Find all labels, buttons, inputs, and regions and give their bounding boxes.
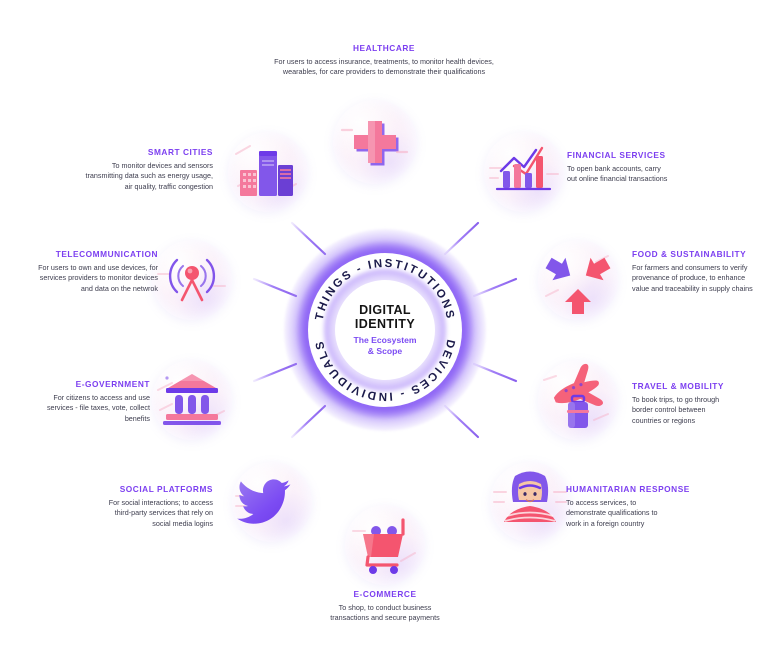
node-bubble-financial-services[interactable] <box>484 132 564 212</box>
node-bubble-e-government[interactable] <box>152 360 232 440</box>
label-financial-services: FINANCIAL SERVICES To open bank accounts… <box>567 150 717 185</box>
hub-title: DIGITAL IDENTITY <box>355 304 415 331</box>
desc-line: border control between <box>632 405 706 415</box>
node-bubble-social-platforms[interactable] <box>232 462 312 542</box>
label-healthcare: HEALTHCARE For users to access insurance… <box>262 43 506 78</box>
label-humanitarian-response-title: HUMANITARIAN RESPONSE <box>566 484 690 494</box>
node-bubble-healthcare[interactable] <box>333 100 417 184</box>
desc-line: and data on the netwrok <box>80 283 158 293</box>
airplane-luggage-icon <box>543 363 609 428</box>
label-smart-cities: SMART CITIES To monitor devices and sens… <box>80 147 213 192</box>
desc-line: To shop, to conduct business <box>338 603 432 612</box>
label-social-platforms: SOCIAL PLATFORMS For social interactions… <box>83 484 213 529</box>
label-travel-mobility-title: TRAVEL & MOBILITY <box>632 381 725 391</box>
desc-line: air quality, traffic congestion <box>124 181 213 191</box>
label-social-platforms-title: SOCIAL PLATFORMS <box>119 484 213 494</box>
label-travel-mobility-desc: To book trips, to go through border cont… <box>632 395 767 426</box>
label-telecommunication-title: TELECOMMUNICATION <box>55 249 158 259</box>
desc-line: third-party services that rely on <box>114 508 213 518</box>
desc-line: demonstrate qualifications to <box>566 508 658 518</box>
label-humanitarian-response: HUMANITARIAN RESPONSE To access services… <box>566 484 726 529</box>
label-e-commerce-title: E-COMMERCE <box>353 589 417 599</box>
central-hub: THINGS - INSTITUTIONS DEVICES - INDIVIDU… <box>284 229 486 431</box>
hub-subtitle: The Ecosystem & Scope <box>353 335 416 355</box>
desc-line: countries or regions <box>632 415 696 425</box>
desc-line: services - file taxes, vote, collect <box>46 403 150 413</box>
node-bubble-humanitarian-response[interactable] <box>490 462 570 542</box>
hub-core: DIGITAL IDENTITY The Ecosystem & Scope <box>335 280 435 380</box>
label-smart-cities-desc: To monitor devices and sensors transmitt… <box>80 161 213 192</box>
recycle-arrows-icon <box>545 255 611 314</box>
label-e-commerce: E-COMMERCE To shop, to conduct business … <box>290 589 480 624</box>
city-buildings-icon <box>235 145 297 196</box>
label-e-government: E-GOVERNMENT For citizens to access and … <box>22 379 150 424</box>
desc-line: transactions and secure payments <box>330 613 440 623</box>
desc-line: For farmers and consumers to verify <box>632 263 748 272</box>
desc-line: To book trips, to go through <box>632 395 720 404</box>
person-portrait-icon <box>493 471 567 522</box>
desc-line: For users to access insurance, treatment… <box>274 57 494 66</box>
label-food-sustainability-title: FOOD & SUSTAINABILITY <box>632 249 747 259</box>
label-food-sustainability: FOOD & SUSTAINABILITY For farmers and co… <box>632 249 768 294</box>
desc-line: out online financial transactions <box>567 174 668 184</box>
node-bubble-travel-mobility[interactable] <box>538 360 618 440</box>
label-e-government-title: E-GOVERNMENT <box>75 379 150 389</box>
classical-building-icon <box>157 374 225 425</box>
label-smart-cities-title: SMART CITIES <box>147 147 213 157</box>
bird-icon <box>235 479 291 524</box>
node-bubble-food-sustainability[interactable] <box>538 240 618 320</box>
label-e-commerce-desc: To shop, to conduct business transaction… <box>290 603 480 624</box>
desc-line: social media logins <box>152 518 213 528</box>
shopping-cart-icon <box>352 518 416 574</box>
label-financial-services-desc: To open bank accounts, carry out online … <box>567 164 717 185</box>
desc-line: services providers to monitor devices <box>39 273 158 283</box>
label-e-government-desc: For citizens to access and use services … <box>22 393 150 424</box>
desc-line: For users to own and use devices, for <box>38 263 158 272</box>
desc-line: transmitting data such as energy usage, <box>85 171 213 181</box>
desc-line: benefits <box>124 413 150 423</box>
label-humanitarian-response-desc: To access services, to demonstrate quali… <box>566 498 726 529</box>
node-bubble-e-commerce[interactable] <box>345 505 425 585</box>
label-travel-mobility: TRAVEL & MOBILITY To book trips, to go t… <box>632 381 767 426</box>
desc-line: work in a foreign country <box>566 518 645 528</box>
hub-subtitle-line2: & Scope <box>367 345 403 356</box>
hub-title-line1: DIGITAL <box>359 303 411 318</box>
desc-line: To monitor devices and sensors <box>111 161 213 170</box>
desc-line: To open bank accounts, carry <box>567 164 661 173</box>
node-bubble-smart-cities[interactable] <box>228 132 308 212</box>
label-telecommunication-desc: For users to own and use devices, for se… <box>15 263 158 294</box>
node-bubble-telecommunication[interactable] <box>152 240 232 320</box>
label-telecommunication: TELECOMMUNICATION For users to own and u… <box>15 249 158 294</box>
bar-chart-growth-icon <box>489 146 559 191</box>
label-healthcare-title: HEALTHCARE <box>352 43 416 53</box>
label-financial-services-title: FINANCIAL SERVICES <box>567 150 666 160</box>
antenna-signal-icon <box>157 258 226 302</box>
hub-title-line2: IDENTITY <box>354 316 416 331</box>
desc-line: provenance of produce, to enhance <box>632 273 746 283</box>
hub-subtitle-line1: The Ecosystem <box>353 335 417 346</box>
label-food-sustainability-desc: For farmers and consumers to verify prov… <box>632 263 768 294</box>
desc-line: For social interactions; to access <box>108 498 213 507</box>
label-healthcare-desc: For users to access insurance, treatment… <box>262 57 506 78</box>
medical-cross-icon <box>340 121 409 166</box>
label-social-platforms-desc: For social interactions; to access third… <box>83 498 213 529</box>
desc-line: To access services, to <box>566 498 637 507</box>
desc-line: wearables, for care providers to demonst… <box>282 67 486 77</box>
desc-line: For citizens to access and use <box>53 393 150 402</box>
desc-line: value and traceability in supply chains <box>632 283 753 293</box>
